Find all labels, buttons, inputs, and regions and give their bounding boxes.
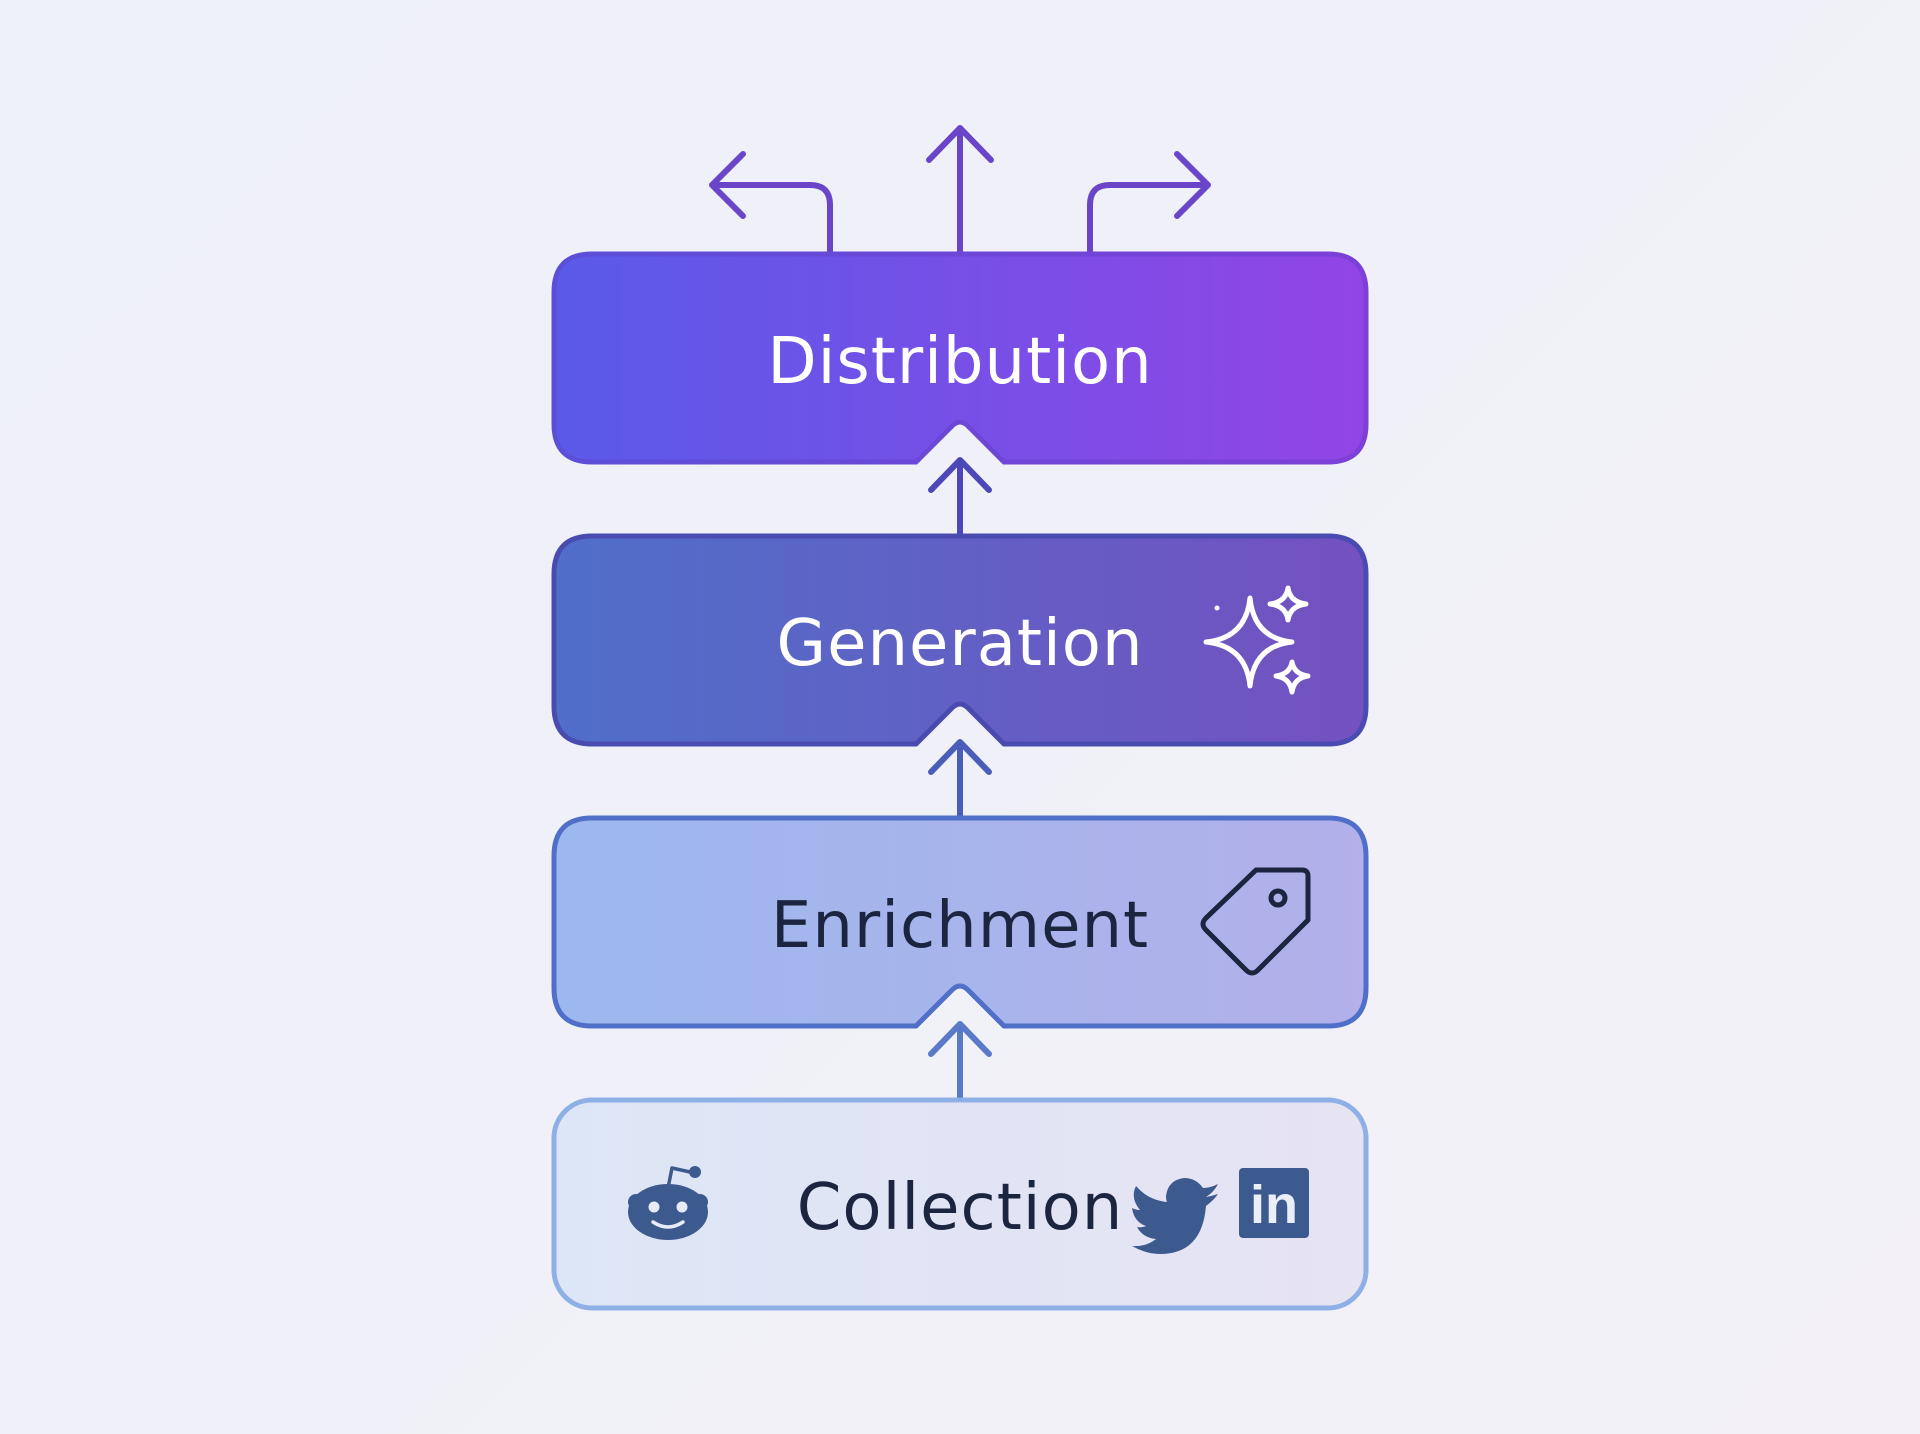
- layer-enrichment-label: Enrichment: [771, 889, 1149, 963]
- reddit-icon: [628, 1166, 708, 1240]
- output-arrow-right: [1087, 182, 1207, 257]
- layer-generation: Generation: [551, 533, 1369, 747]
- layer-collection-box: [551, 1097, 1369, 1311]
- output-arrow-right-head: [1174, 151, 1211, 219]
- layer-distribution-label: Distribution: [767, 325, 1152, 399]
- distribution-output-arrows: [709, 125, 1211, 257]
- layer-generation-box: [551, 533, 1369, 747]
- layer-collection-label: Collection: [797, 1171, 1124, 1245]
- layer-collection: Collection in: [551, 1097, 1369, 1311]
- output-arrow-left-head: [709, 151, 746, 219]
- output-arrow-up-head: [926, 125, 994, 163]
- layer-distribution-box: [551, 251, 1369, 465]
- layer-enrichment: Enrichment: [551, 815, 1369, 1029]
- connector-arrow-generation-to-distribution: [928, 457, 992, 537]
- layer-generation-label: Generation: [776, 607, 1143, 681]
- layer-enrichment-box: [551, 815, 1369, 1029]
- linkedin-icon: in: [1239, 1168, 1309, 1238]
- connector-arrow-enrichment-to-generation: [928, 739, 992, 819]
- layer-distribution: Distribution: [551, 251, 1369, 465]
- linkedin-mark: in: [1250, 1175, 1298, 1235]
- tag-icon: [1200, 867, 1311, 976]
- sparkles-icon: [1203, 585, 1311, 695]
- connector-arrow-collection-to-enrichment: [928, 1021, 992, 1101]
- output-arrow-left: [713, 182, 833, 257]
- twitter-icon: [1132, 1178, 1218, 1254]
